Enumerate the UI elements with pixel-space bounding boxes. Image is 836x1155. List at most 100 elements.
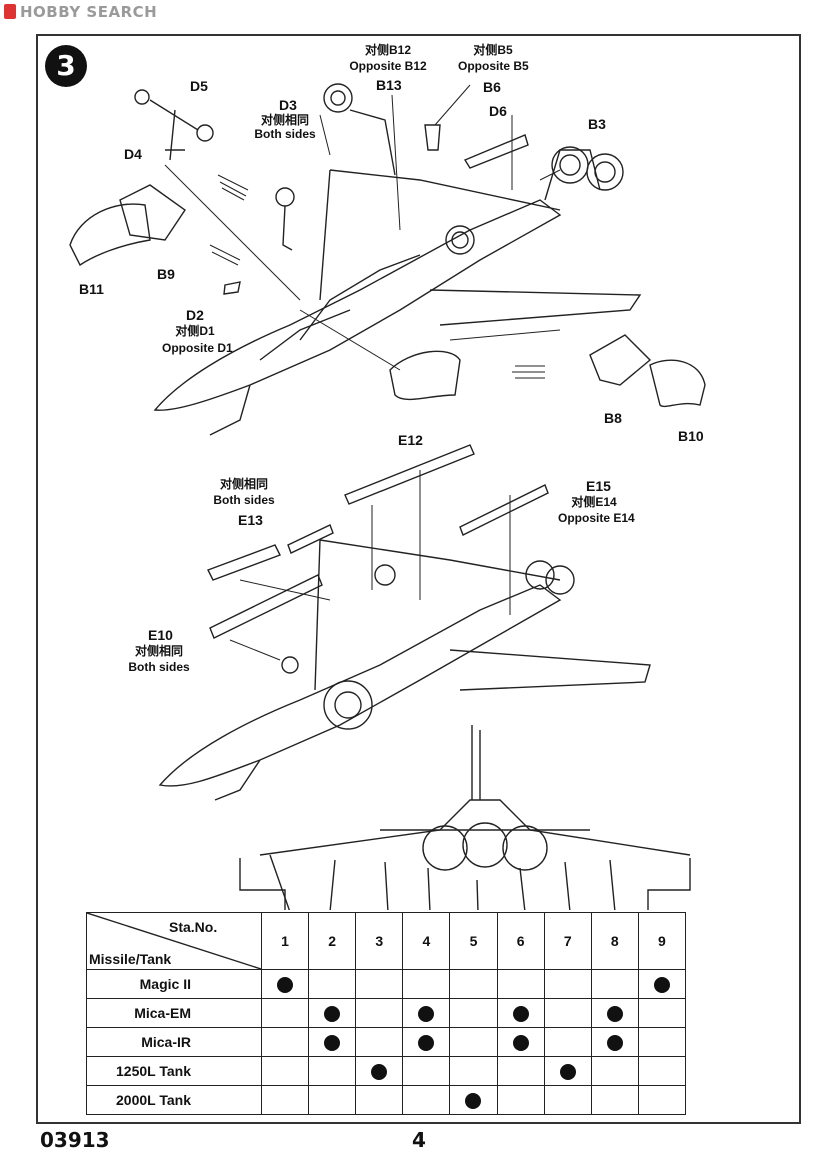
page-frame [36,34,801,1124]
station-table: Sta.No. Missile/Tank 1 2 3 4 5 6 7 8 9 M… [86,912,687,1115]
label-b12-en: Opposite B12 [349,59,427,73]
page-number: 4 [412,1128,426,1152]
station-cell [449,1085,498,1115]
header-diagonal [87,913,261,969]
station-cell [543,1056,592,1086]
station-cell [449,1056,498,1086]
label-d3: D3 [279,97,297,113]
mount-dot-icon [418,1005,435,1022]
station-cell [308,998,357,1028]
label-d2: D2 [186,307,204,323]
station-cell [637,998,687,1028]
label-e14-cn: 对侧E14 [571,495,617,509]
station-cell [543,998,592,1028]
row-label: Magic II [86,969,262,999]
mount-dot-icon [606,1005,623,1022]
station-header: 9 [637,912,687,970]
label-e13-cn: 对侧相同 [219,477,268,491]
station-header: 6 [496,912,545,970]
logo-icon [4,4,16,19]
sta-no-header: Sta.No. [169,919,218,935]
station-cell [260,1056,310,1086]
station-cell [402,998,451,1028]
label-e13: E13 [238,512,263,528]
label-d5: D5 [190,78,208,94]
watermark-text: HOBBY SEARCH [20,3,158,21]
station-header: 4 [402,912,451,970]
station-cell [355,998,404,1028]
label-d1-en: Opposite D1 [162,341,233,355]
station-cell [308,1027,357,1057]
station-cell [590,1027,639,1057]
label-b5-cn: 对侧B5 [473,43,513,57]
assembly-illustration [69,83,706,910]
table-row: Magic II [86,969,687,999]
upper-aircraft-drawing [153,149,642,436]
station-cell [355,1056,404,1086]
watermark: HOBBY SEARCH [4,3,157,21]
hatch-marks [209,174,545,379]
label-e12: E12 [398,432,423,448]
label-b9: B9 [157,266,175,282]
station-cell [543,1027,592,1057]
label-e13-en: Both sides [213,493,275,507]
station-cell [543,1085,592,1115]
station-cell [590,998,639,1028]
label-b8: B8 [604,410,622,426]
product-code: 03913 [40,1128,110,1152]
label-b10: B10 [678,428,704,444]
station-cell [449,969,498,999]
station-cell [260,1027,310,1057]
step-badge: 3 [45,45,87,87]
station-cell [260,969,310,999]
station-cell [449,1027,498,1057]
table-header-row: Sta.No. Missile/Tank 1 2 3 4 5 6 7 8 9 [86,912,687,970]
mount-dot-icon [418,1034,435,1051]
station-cell [590,1085,639,1115]
station-cell [496,998,545,1028]
station-cell [260,1085,310,1115]
header-corner-cell: Sta.No. Missile/Tank [86,912,262,970]
label-e15: E15 [586,478,611,494]
label-b11: B11 [79,281,104,297]
label-d6: D6 [489,103,507,119]
mount-dot-icon [653,976,670,993]
mount-dot-icon [324,1034,341,1051]
station-cell [308,1056,357,1086]
station-cell [590,1056,639,1086]
mount-dot-icon [277,976,294,993]
station-cell [496,1056,545,1086]
station-cell [637,1056,687,1086]
station-header: 7 [543,912,592,970]
label-d4: D4 [124,146,142,162]
station-cell [355,1085,404,1115]
table-row: Mica-EM [86,998,687,1028]
station-cell [496,1027,545,1057]
row-label: 2000L Tank [86,1085,262,1115]
label-e10: E10 [148,627,173,643]
missile-tank-header: Missile/Tank [89,951,172,967]
table-row: 1250L Tank [86,1056,687,1086]
station-header: 8 [590,912,639,970]
row-label: 1250L Tank [86,1056,262,1086]
station-cell [402,1027,451,1057]
station-cell [590,969,639,999]
label-b5-en: Opposite B5 [458,59,529,73]
station-cell [496,969,545,999]
label-b13: B13 [376,77,402,93]
row-label: Mica-EM [86,998,262,1028]
label-d3-cn: 对侧相同 [260,113,309,127]
station-cell [637,1085,687,1115]
mount-dot-icon [606,1034,623,1051]
station-cell [402,1056,451,1086]
mount-dot-icon [465,1092,482,1109]
station-cell [496,1085,545,1115]
table-row: Mica-IR [86,1027,687,1057]
upper-leader-lines [164,84,561,371]
lower-leader-lines [229,470,511,661]
label-b6: B6 [483,79,501,95]
label-d3-en: Both sides [254,127,316,141]
label-e10-en: Both sides [128,660,190,674]
station-cell [543,969,592,999]
